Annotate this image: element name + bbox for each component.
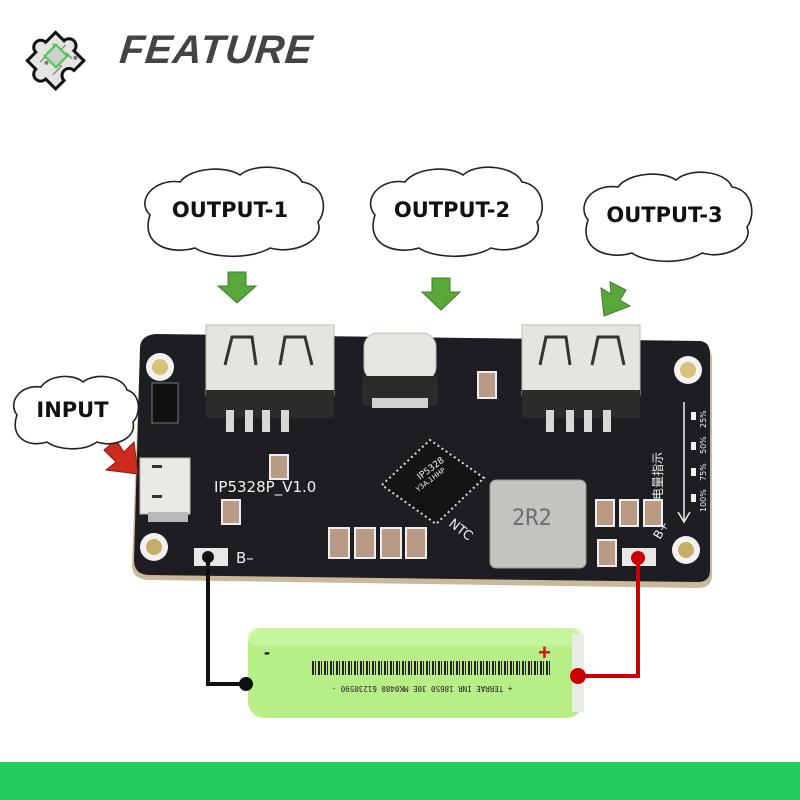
battery-barcode [312, 661, 552, 675]
battery-minus-sign: - [264, 642, 270, 662]
input-label: INPUT [36, 398, 109, 422]
battery-level-indicator: 电量指示 25% 50% 75% 100% [650, 402, 708, 524]
pcb-board: IP5328 Y3A.1HHP 2R2 IP5328P_V1.0 NTC B– … [132, 324, 712, 588]
b-minus-label: B– [236, 549, 254, 567]
output-2-arrow-icon [420, 277, 462, 311]
output-3-label: OUTPUT-3 [606, 203, 723, 227]
output-2-label: OUTPUT-2 [393, 198, 511, 222]
ip5328-chip: IP5328 Y3A.1HHP [380, 438, 486, 526]
usb-c-port-output-2 [362, 332, 438, 408]
indicator-title: 电量指示 [650, 452, 665, 500]
input-callout: INPUT [5, 370, 140, 452]
level-50: 50% [699, 436, 708, 454]
level-25: 25% [699, 410, 708, 428]
output-1-callout: OUTPUT-1 [130, 160, 330, 260]
battery-18650: - + + TERRAE INR 18650 30E MK0480 612305… [248, 628, 584, 718]
usb-a-port-output-3 [521, 324, 641, 432]
black-wire [206, 557, 246, 686]
micro-usb-port-input [139, 457, 191, 522]
black-wire-node [239, 677, 253, 691]
red-wire [578, 558, 640, 678]
footer-bar [0, 762, 800, 800]
indicator-arrow-head [677, 511, 691, 524]
output-2-callout: OUTPUT-2 [357, 160, 547, 260]
output-3-callout: OUTPUT-3 [572, 165, 757, 265]
board-model-label: IP5328P_V1.0 [214, 478, 316, 497]
mounting-hole [674, 356, 702, 384]
side-component [151, 382, 179, 424]
black-wire-node [202, 551, 214, 563]
mounting-hole [140, 533, 168, 561]
inductor-label: 2R2 [512, 506, 552, 531]
inductor-2r2: 2R2 [489, 479, 587, 569]
battery-plus-sign: + [538, 640, 551, 665]
puzzle-chip-logo-icon [10, 8, 105, 103]
output-1-label: OUTPUT-1 [171, 198, 289, 222]
output-3-arrow-icon [600, 281, 632, 317]
capacitor-row [221, 371, 663, 567]
battery-print-text: + TERRAE INR 18650 30E MK0480 61230590 - [332, 684, 513, 693]
level-75: 75% [699, 463, 708, 481]
red-wire-node [631, 551, 645, 565]
usb-a-port-output-1 [205, 324, 335, 432]
output-1-arrow-icon [216, 271, 258, 304]
mounting-hole [146, 353, 174, 381]
mounting-hole [672, 536, 700, 564]
level-100: 100% [699, 489, 708, 512]
red-wire-node [570, 668, 586, 684]
